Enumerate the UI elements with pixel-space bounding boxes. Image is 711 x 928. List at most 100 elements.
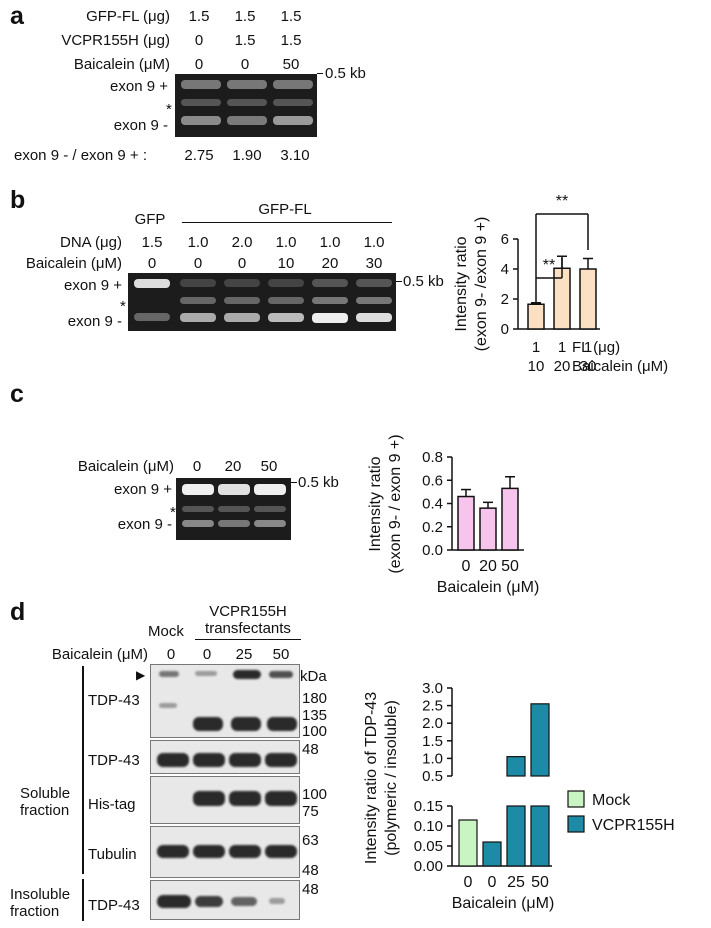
soluble-label-2: fraction: [20, 802, 70, 819]
y-tick-label: 0.10: [414, 818, 443, 835]
sig-marker: **: [556, 193, 568, 210]
soluble-label-1: Soluble: [20, 785, 71, 802]
y-axis-label: Intensity ratio of TDP-43: [363, 692, 380, 864]
baicalein-value: 10: [277, 255, 295, 272]
ratio-label: exon 9 - / exon 9 + :: [14, 147, 148, 164]
marker-48: 48: [302, 862, 319, 879]
dna-value: 1.5: [141, 234, 163, 251]
x-axis-label: Baicalein (μM): [437, 579, 540, 596]
x-fl-label: 1: [558, 339, 566, 356]
insoluble-bracket: [82, 879, 84, 921]
y-tick-label: 2: [501, 291, 509, 308]
blot-band: [157, 753, 189, 767]
blot-tdp43-soluble-long: [150, 664, 300, 738]
marker-48: 48: [302, 881, 319, 898]
gel-band: [181, 116, 221, 125]
dna-value: 1.0: [363, 234, 385, 251]
bar: [501, 487, 519, 551]
gel-band: [227, 116, 267, 125]
gel-band: [254, 506, 286, 512]
gel-band: [312, 297, 348, 304]
y-axis-label: (exon 9- /exon 9 +): [473, 217, 490, 352]
row-value: 1.5: [280, 8, 302, 25]
blot-tdp43-soluble: [150, 740, 300, 774]
x-tick-label: 50: [531, 874, 549, 891]
blot-band: [233, 670, 261, 679]
gel-band: [180, 279, 216, 287]
arrowhead-icon: ▶: [136, 668, 146, 682]
size-marker: 0.5 kb: [403, 273, 444, 290]
blot-band: [195, 896, 223, 907]
blot-band: [265, 845, 297, 858]
blot-label: His-tag: [88, 796, 136, 813]
blot-band: [269, 898, 285, 904]
gel-band: [254, 520, 286, 527]
y-tick-label: 0.4: [422, 496, 443, 513]
row-value: 0: [240, 56, 250, 73]
row-value: 1.5: [280, 32, 302, 49]
panel-label-a: a: [10, 2, 24, 30]
gel-band: [134, 279, 170, 288]
blot-label: TDP-43: [88, 752, 140, 769]
legend-swatch: [567, 790, 585, 808]
row-value: 1.5: [188, 8, 210, 25]
x-tick-label: 50: [501, 558, 519, 575]
gel-band: [134, 313, 170, 321]
bar: [457, 495, 475, 551]
gel-band: [273, 116, 313, 125]
blot-band: [159, 703, 177, 708]
row-value: 1.5: [234, 32, 256, 49]
marker-180: 180: [302, 690, 328, 707]
blot-label: TDP-43: [88, 897, 140, 914]
y-axis-label: Intensity ratio: [367, 456, 384, 551]
gel-band: [268, 279, 304, 287]
gfp-label: GFP: [134, 211, 166, 228]
blot-band: [269, 671, 293, 678]
marker-tick: [291, 482, 297, 483]
y-axis-label: (exon 9- / exon 9 +): [387, 434, 404, 573]
blot-label: Tubulin: [88, 846, 137, 863]
y-tick-label: 0.8: [422, 449, 443, 466]
gel-band: [224, 297, 260, 304]
y-tick-label: 2.0: [422, 715, 443, 732]
panel-label-b: b: [10, 186, 26, 214]
bar-lower: [506, 805, 526, 867]
gel-band: [312, 279, 348, 287]
blot-band: [195, 671, 217, 676]
blot-band: [159, 671, 179, 677]
blot-band: [229, 791, 261, 806]
row-value: 50: [282, 56, 300, 73]
bar: [579, 268, 597, 330]
blot-band: [231, 717, 261, 731]
bar-upper: [530, 703, 550, 777]
y-tick-label: 1.0: [422, 750, 443, 767]
blot-band: [229, 753, 261, 767]
blot-band: [157, 845, 189, 858]
gel-band: [273, 80, 313, 89]
bar: [458, 819, 478, 867]
size-marker: 0.5 kb: [298, 474, 339, 491]
x-tick-label: 10: [528, 358, 545, 375]
dna-value: 2.0: [231, 234, 253, 251]
baicalein-label-c: Baicalein (μM): [77, 458, 174, 475]
gel-band: [181, 99, 221, 106]
bar: [553, 267, 571, 330]
vcp-label: VCPR155H: [209, 603, 287, 620]
marker-100: 100: [302, 723, 328, 740]
asterisk: *: [120, 298, 126, 315]
gel-band: [268, 297, 304, 304]
legend-label: VCPR155H: [592, 817, 675, 834]
gel-band: [218, 506, 250, 512]
y-tick-label: 1.5: [422, 733, 443, 750]
gel-band: [254, 484, 286, 495]
bar: [527, 303, 545, 330]
baicalein-value: 0: [237, 255, 247, 272]
panel-c-gel: [176, 478, 291, 540]
y-tick-label: 0.00: [414, 858, 443, 875]
gel-band: [218, 520, 250, 527]
baicalein-value: 0: [147, 255, 157, 272]
gel-band: [227, 99, 267, 106]
marker-tick: [396, 281, 402, 282]
blot-band: [229, 845, 261, 858]
y-tick-label: 0.0: [422, 542, 443, 559]
